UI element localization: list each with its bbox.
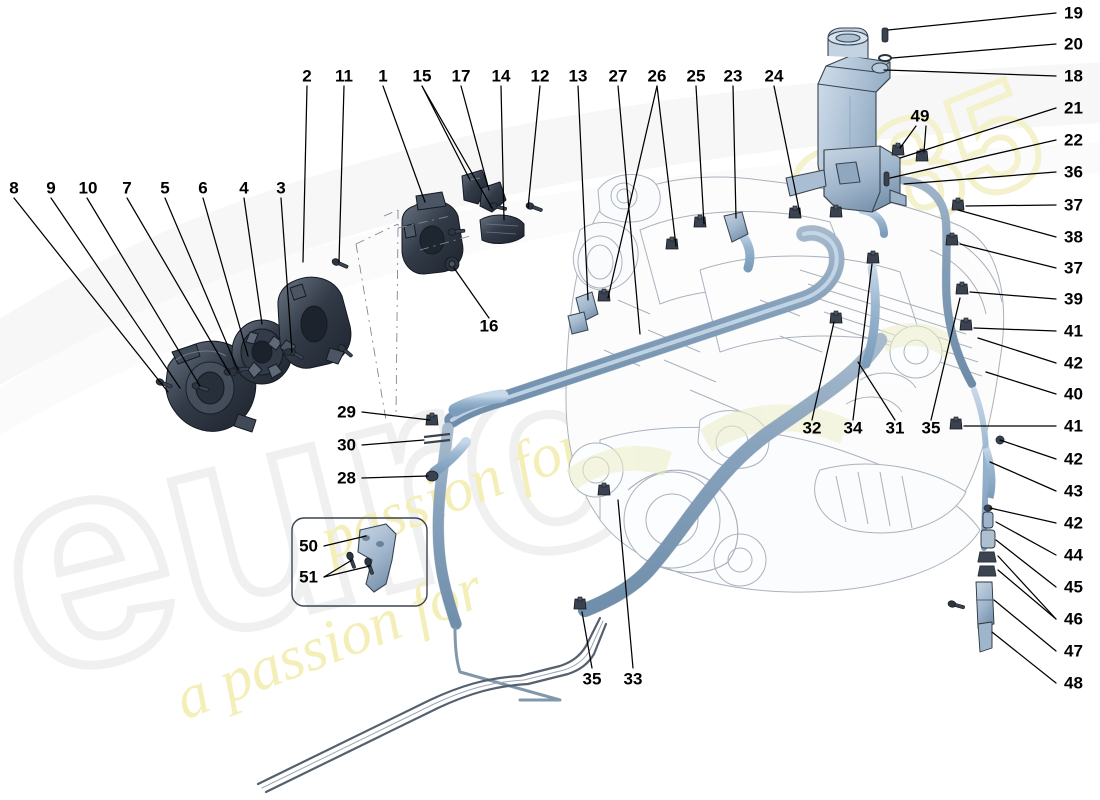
- right-fitting-stack: [946, 435, 1005, 653]
- fitting-47: [975, 581, 995, 629]
- engine-mounted-clips: [567, 197, 973, 610]
- callout-46[interactable]: 46: [1064, 609, 1083, 629]
- callout-40[interactable]: 40: [1064, 384, 1083, 404]
- upper-middle-parts: [401, 169, 544, 275]
- callout-2[interactable]: 2: [302, 66, 312, 86]
- callout-30[interactable]: 30: [337, 435, 356, 455]
- callout-41b[interactable]: 41: [1064, 416, 1083, 436]
- callout-33[interactable]: 33: [623, 669, 643, 689]
- callout-8[interactable]: 8: [9, 178, 19, 198]
- clip-41: [959, 317, 973, 331]
- callout-44[interactable]: 44: [1064, 545, 1083, 565]
- leader-lines: [13, 12, 1057, 684]
- callout-50[interactable]: 50: [299, 536, 318, 556]
- callout-5[interactable]: 5: [160, 178, 170, 198]
- callout-36[interactable]: 36: [1064, 162, 1083, 182]
- callout-3[interactable]: 3: [276, 178, 286, 198]
- nut-45: [977, 551, 997, 563]
- callout-4[interactable]: 4: [239, 178, 249, 198]
- callout-23[interactable]: 23: [723, 66, 743, 86]
- callout-49[interactable]: 49: [910, 106, 930, 126]
- washer-20: [878, 54, 892, 62]
- callout-22[interactable]: 22: [1064, 130, 1083, 150]
- clip-38: [945, 232, 959, 246]
- callout-32[interactable]: 32: [802, 418, 822, 438]
- callout-47[interactable]: 47: [1064, 641, 1083, 661]
- callout-20[interactable]: 20: [1064, 34, 1083, 54]
- clip-32: [829, 310, 843, 324]
- callout-1[interactable]: 1: [378, 66, 388, 86]
- nut-46: [977, 565, 997, 577]
- clip-34: [866, 250, 880, 264]
- callout-31[interactable]: 31: [885, 418, 905, 438]
- callout-28[interactable]: 28: [337, 468, 356, 488]
- callout-19[interactable]: 19: [1064, 3, 1083, 23]
- left-fastener-cluster: [154, 257, 355, 394]
- engine-block-ghost: [565, 174, 1005, 593]
- clip-lower: [597, 482, 611, 496]
- callout-15[interactable]: 15: [412, 66, 432, 86]
- sleeve-44b: [980, 529, 996, 549]
- callout-26[interactable]: 26: [647, 66, 667, 86]
- pipe-48: [977, 621, 993, 653]
- tank-fasteners: [878, 27, 892, 62]
- callout-34[interactable]: 34: [843, 418, 863, 438]
- callout-17[interactable]: 17: [451, 66, 471, 86]
- callout-35[interactable]: 35: [921, 418, 941, 438]
- clip-37: [951, 197, 965, 211]
- clip-29: [425, 412, 439, 426]
- pipe-43: [982, 446, 996, 499]
- pump-mounting-bracket: [277, 276, 352, 369]
- callout-21[interactable]: 21: [1064, 98, 1083, 118]
- clip-35-left: [573, 596, 587, 610]
- callout-29[interactable]: 29: [337, 402, 356, 422]
- callout-42b[interactable]: 42: [1064, 449, 1083, 469]
- callout-41a[interactable]: 41: [1064, 321, 1083, 341]
- hydraulic-hose-group: [256, 175, 989, 794]
- callout-16[interactable]: 16: [479, 316, 499, 336]
- callout-42a[interactable]: 42: [1064, 353, 1083, 373]
- callout-43[interactable]: 43: [1064, 481, 1083, 501]
- parts-28-29-30: [423, 412, 451, 482]
- callout-10[interactable]: 10: [78, 178, 98, 198]
- callout-13[interactable]: 13: [568, 66, 588, 86]
- callout-24[interactable]: 24: [764, 66, 784, 86]
- callout-37a[interactable]: 37: [1064, 195, 1083, 215]
- callout-25[interactable]: 25: [686, 66, 706, 86]
- callout-42c[interactable]: 42: [1064, 513, 1083, 533]
- callout-38[interactable]: 38: [1064, 227, 1083, 247]
- callout-51[interactable]: 51: [299, 567, 318, 587]
- callout-7[interactable]: 7: [122, 178, 132, 198]
- callout-35b[interactable]: 35: [582, 669, 602, 689]
- clip-39: [955, 281, 969, 295]
- clip-bottom: [829, 204, 843, 218]
- callout-12[interactable]: 12: [530, 66, 550, 86]
- clip-41b: [949, 416, 963, 430]
- seal-30: [423, 432, 451, 445]
- screw-19: [881, 27, 889, 43]
- callout-39[interactable]: 39: [1064, 289, 1083, 309]
- reservoir-bracket: [785, 142, 929, 218]
- sleeve-44: [982, 511, 994, 529]
- callout-45[interactable]: 45: [1064, 577, 1083, 597]
- power-steering-pump: [165, 340, 257, 433]
- callout-6[interactable]: 6: [198, 178, 208, 198]
- callout-18[interactable]: 18: [1064, 66, 1083, 86]
- callout-27[interactable]: 27: [608, 66, 628, 86]
- callout-37b[interactable]: 37: [1064, 258, 1083, 278]
- callout-9[interactable]: 9: [46, 178, 56, 198]
- callout-48[interactable]: 48: [1064, 673, 1083, 693]
- assembly-guide-lines: [355, 209, 471, 421]
- callout-11[interactable]: 11: [335, 66, 353, 86]
- detail-inset-box: [291, 517, 428, 607]
- callout-14[interactable]: 14: [491, 66, 511, 86]
